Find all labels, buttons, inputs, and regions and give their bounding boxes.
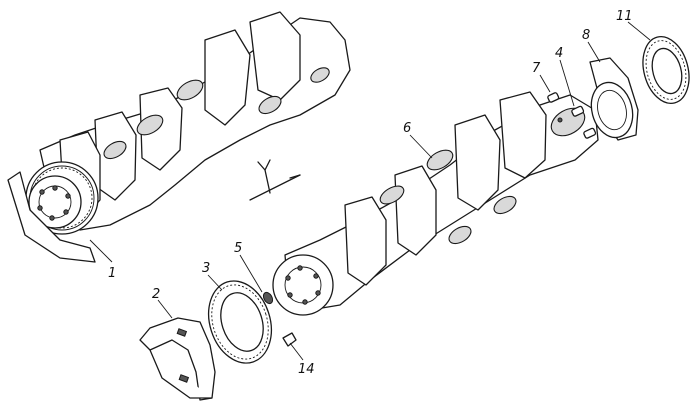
callout-1: 1 (108, 266, 116, 281)
callout-6: 6 (403, 121, 411, 136)
assembled-crankshaft (7, 11, 351, 263)
part-11-rear-gear (642, 36, 690, 104)
part-2-thrust-half-ring (139, 317, 216, 401)
direction-arrow (249, 159, 301, 201)
callout-labels: 1 2 3 4 5 6 7 8 11 14 (108, 9, 633, 377)
callout-5: 5 (234, 241, 242, 256)
leader-lines (89, 21, 651, 361)
part-4-dowels (571, 105, 597, 139)
callout-4: 4 (555, 46, 563, 61)
callout-8: 8 (582, 28, 590, 43)
exploded-crankshaft (272, 91, 599, 316)
part-3-front-gear (208, 280, 272, 364)
part-7-dowel (547, 92, 560, 103)
callout-7: 7 (532, 61, 541, 76)
part-5-pin (262, 291, 274, 305)
callout-2: 2 (152, 287, 160, 302)
callout-3: 3 (202, 261, 210, 276)
callout-14: 14 (298, 362, 315, 377)
part-8-rear-thrust-ring (589, 57, 639, 141)
callout-11: 11 (616, 9, 633, 24)
part-14-key (282, 332, 297, 347)
